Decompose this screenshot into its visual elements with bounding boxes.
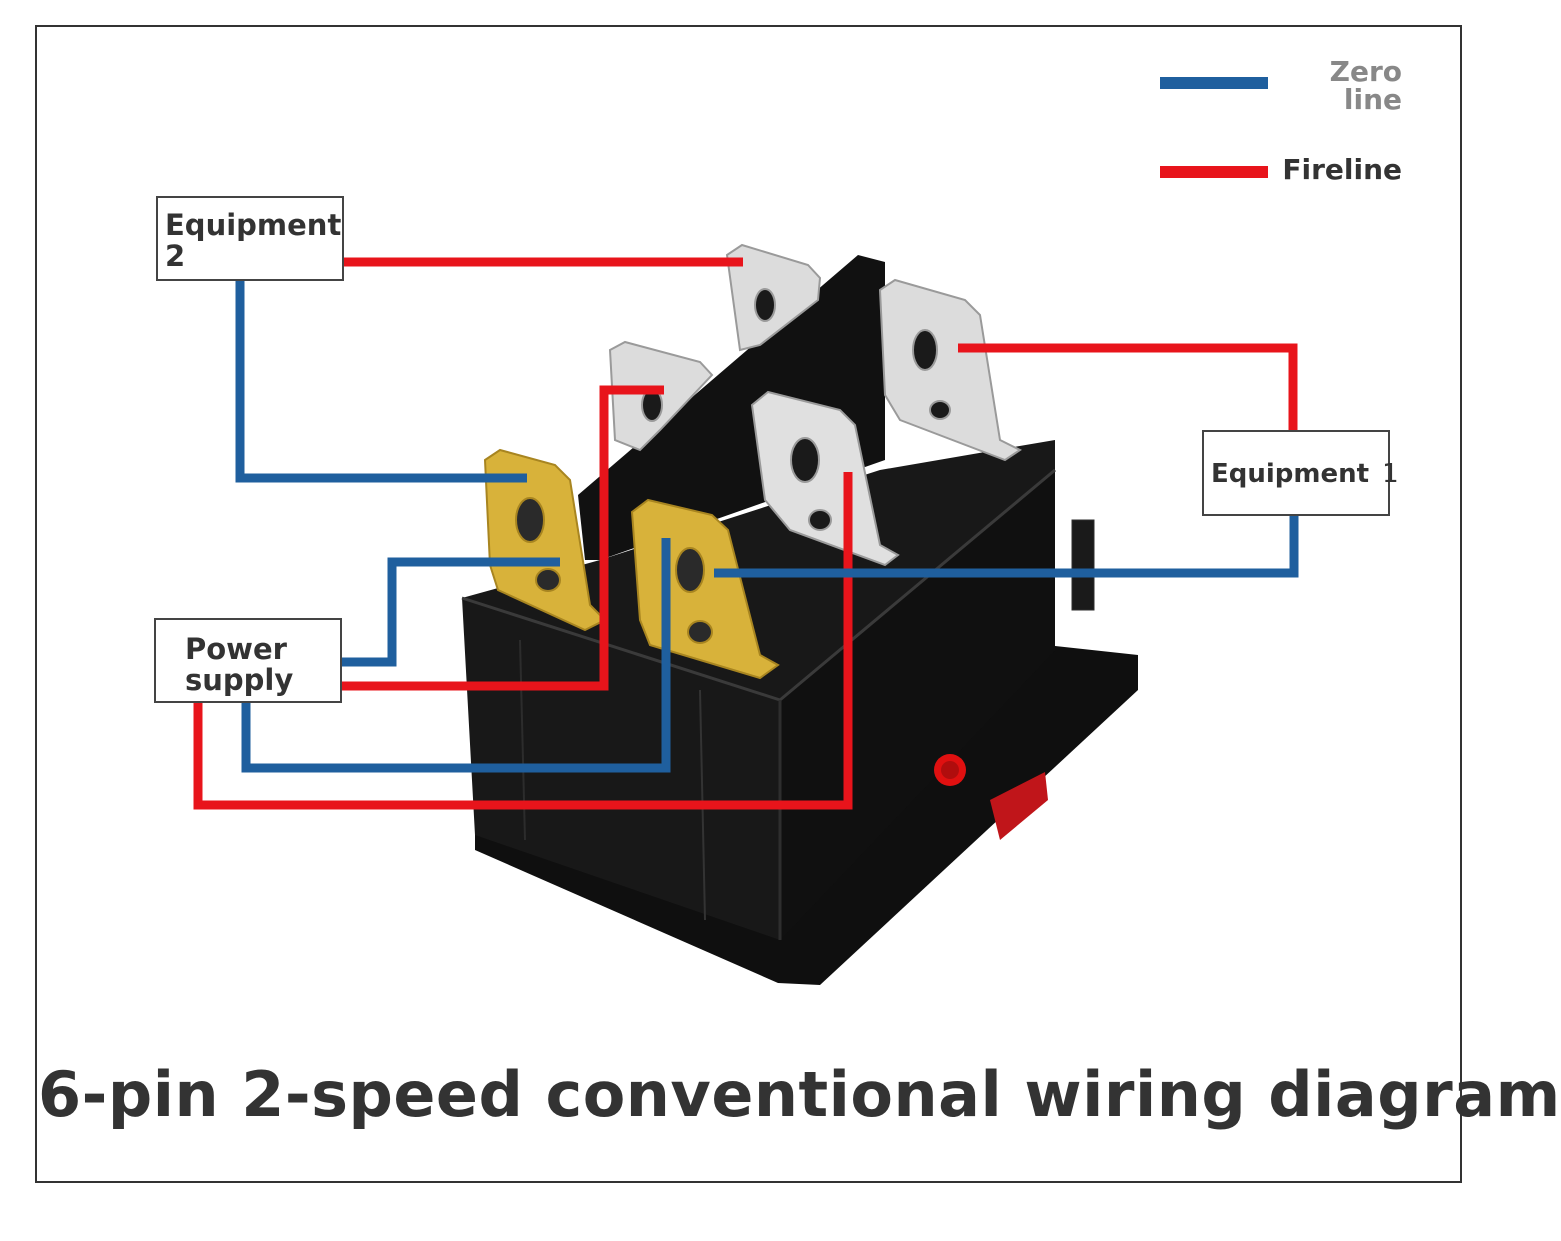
wire-red-power-top — [342, 385, 664, 691]
power-supply-line1: Power — [185, 632, 287, 666]
equipment-2-line2: 2 — [165, 239, 186, 274]
terminal-front-silver — [750, 390, 900, 567]
equipment-1-label: Equipment 1 — [1211, 459, 1399, 489]
legend-zero-line-line1: Zero — [1329, 55, 1402, 88]
equipment-1-box: Equipment 1 — [1202, 430, 1399, 516]
switch-right-face — [780, 470, 1055, 940]
wires — [193, 257, 1299, 810]
wire-blue-equipment1 — [714, 515, 1299, 578]
wire-red-power-bottom — [193, 472, 853, 810]
legend-zero-line-label: Zero line — [1290, 58, 1402, 114]
power-supply-box: Power supply — [154, 618, 342, 703]
wire-blue-power-bottom — [241, 538, 671, 773]
terminal-back-left — [608, 340, 714, 452]
wire-red-equipment1 — [958, 343, 1298, 432]
wire-blue-equipment2 — [235, 280, 527, 483]
legend-zero-line-line2: line — [1343, 83, 1402, 116]
power-supply-line2: supply — [185, 663, 294, 698]
terminal-gold-left — [483, 448, 607, 632]
equipment-1-line1: Equipment — [1211, 459, 1370, 489]
wire-blue-power-top — [342, 557, 560, 667]
diagram-title: 6-pin 2-speed conventional wiring diagra… — [38, 1058, 1561, 1131]
switch-housing — [462, 440, 1055, 940]
equipment-1-line2: 1 — [1382, 459, 1399, 489]
red-rocker — [990, 772, 1048, 840]
wiring-diagram — [193, 77, 1299, 985]
terminal-back-middle — [725, 243, 822, 352]
terminal-back-right — [878, 278, 1022, 462]
equipment-2-box: Equipment 2 — [156, 196, 344, 281]
equipment-2-line1: Equipment — [165, 208, 342, 242]
legend — [1160, 77, 1268, 178]
side-clip — [1071, 519, 1095, 611]
legend-fireline-label: Fireline — [1282, 153, 1402, 186]
